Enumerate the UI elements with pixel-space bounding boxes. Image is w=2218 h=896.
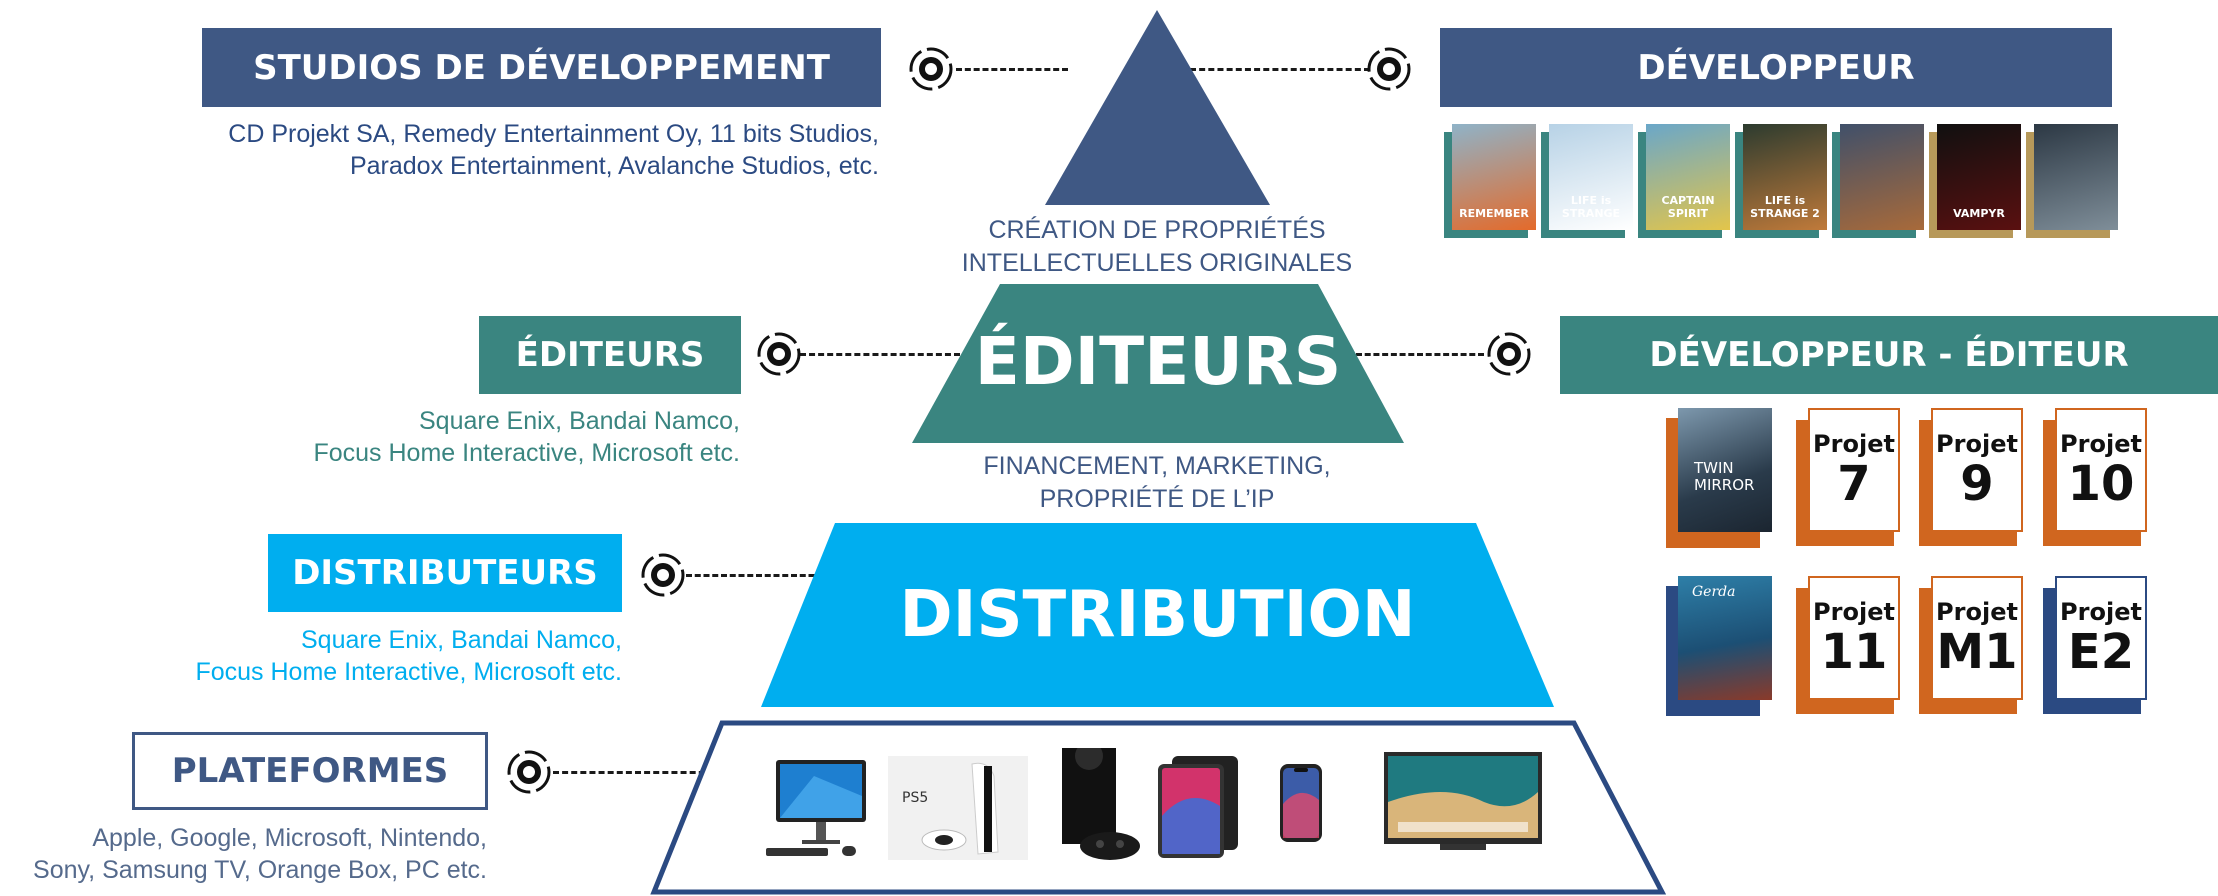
- captain-spirit-cover: CAPTAIN SPIRIT: [1638, 124, 1730, 238]
- studios-label: STUDIOS DE DÉVELOPPEMENT: [202, 28, 881, 107]
- life-is-strange-2-cover-title: LIFE is STRANGE 2: [1750, 194, 1820, 220]
- target-icon: [1367, 47, 1411, 91]
- twin-mirror-cover: TWIN MIRROR: [1666, 408, 1774, 548]
- gerda-title: Gerda: [1692, 584, 1736, 600]
- twin-mirror-title-line1: TWIN: [1694, 459, 1734, 477]
- plateformes-examples: Apple, Google, Microsoft, Nintendo, Sony…: [0, 822, 487, 886]
- xbox-series-x-icon: [1062, 748, 1140, 860]
- distributeurs-line2: Focus Home Interactive, Microsoft etc.: [195, 658, 622, 686]
- editeurs-title: ÉDITEURS: [515, 335, 705, 375]
- editeurs-line1: Square Enix, Bandai Namco,: [418, 407, 740, 435]
- plateformes-line1: Apple, Google, Microsoft, Nintendo,: [92, 824, 487, 852]
- developpeur-editeur-title: DÉVELOPPEUR - ÉDITEUR: [1649, 335, 2129, 375]
- studios-line1: CD Projekt SA, Remedy Entertainment Oy, …: [228, 120, 879, 148]
- connector-editeurs-right: [1356, 353, 1484, 356]
- ipad-icon: [1158, 756, 1238, 858]
- project-number: 9: [1960, 456, 1994, 512]
- project-label: Projet: [1813, 598, 1895, 626]
- distributeurs-title: DISTRIBUTEURS: [292, 553, 598, 593]
- plateformes-title: PLATEFORMES: [171, 751, 449, 791]
- target-icon: [507, 750, 551, 794]
- game-5-cover: [1832, 124, 1924, 238]
- remember-me-cover-title: REMEMBER: [1459, 207, 1529, 220]
- editeurs-label: ÉDITEURS: [479, 316, 741, 394]
- editeurs-tier-title: ÉDITEURS: [974, 323, 1342, 400]
- target-icon: [909, 47, 953, 91]
- svg-text:PS5: PS5: [902, 790, 928, 806]
- project-number: 7: [1837, 456, 1871, 512]
- remember-me-cover: REMEMBER: [1444, 124, 1536, 238]
- smart-tv-icon: [1384, 752, 1542, 850]
- financement-line2: PROPRIÉTÉ DE L’IP: [1039, 485, 1275, 513]
- project-number: M1: [1936, 624, 2018, 680]
- creation-text: CRÉATION DE PROPRIÉTÉS INTELLECTUELLES O…: [900, 214, 1414, 280]
- captain-spirit-cover-title: CAPTAIN SPIRIT: [1661, 194, 1715, 220]
- studios-title: STUDIOS DE DÉVELOPPEMENT: [253, 47, 830, 88]
- developpeur-editeur-label: DÉVELOPPEUR - ÉDITEUR: [1560, 316, 2218, 394]
- plateformes-label: PLATEFORMES: [132, 732, 488, 810]
- financement-text: FINANCEMENT, MARKETING, PROPRIÉTÉ DE L’I…: [900, 450, 1414, 516]
- life-is-strange-2-cover: LIFE is STRANGE 2: [1735, 124, 1827, 238]
- connector-studios-right: [1190, 68, 1370, 71]
- developpeur-label: DÉVELOPPEUR: [1440, 28, 2112, 107]
- connector-plateformes: [553, 771, 723, 774]
- project-number: 11: [1820, 624, 1888, 680]
- life-is-strange-cover-title: LIFE is STRANGE: [1561, 194, 1621, 220]
- pyramid-tier-distribution: [761, 523, 1554, 707]
- project-number: E2: [2067, 624, 2135, 680]
- distributeurs-label: DISTRIBUTEURS: [268, 534, 622, 612]
- financement-line1: FINANCEMENT, MARKETING,: [983, 452, 1331, 480]
- target-icon: [1487, 332, 1531, 376]
- project-label: Projet: [2060, 430, 2142, 458]
- iphone-icon: [1280, 764, 1322, 842]
- connector-studios-left: [956, 68, 1068, 71]
- studios-line2: Paradox Entertainment, Avalanche Studios…: [349, 152, 879, 180]
- pyramid-tier-editeurs: [912, 284, 1404, 443]
- vampyr-cover: VAMPYR: [1929, 124, 2021, 238]
- game-7-cover: [2026, 124, 2118, 238]
- project-label: Projet: [1936, 598, 2018, 626]
- twin-mirror-title-line2: MIRROR: [1694, 476, 1755, 494]
- editeurs-examples: Square Enix, Bandai Namco, Focus Home In…: [240, 405, 740, 469]
- studios-examples: CD Projekt SA, Remedy Entertainment Oy, …: [150, 118, 879, 182]
- creation-line1: CRÉATION DE PROPRIÉTÉS: [988, 216, 1326, 244]
- project-label: Projet: [2060, 598, 2142, 626]
- project-label: Projet: [1936, 430, 2018, 458]
- distributeurs-examples: Square Enix, Bandai Namco, Focus Home In…: [120, 624, 622, 688]
- editeurs-line2: Focus Home Interactive, Microsoft etc.: [313, 439, 740, 467]
- creation-line2: INTELLECTUELLES ORIGINALES: [961, 249, 1353, 277]
- vampyr-cover-title: VAMPYR: [1953, 207, 2005, 220]
- project-number: 10: [2067, 456, 2135, 512]
- gerda-cover: Gerda: [1666, 576, 1774, 716]
- distributeurs-line1: Square Enix, Bandai Namco,: [300, 626, 622, 654]
- connector-distributeurs: [686, 574, 832, 577]
- developpeur-title: DÉVELOPPEUR: [1637, 47, 1915, 88]
- target-icon: [641, 553, 685, 597]
- ps5-icon: PS5: [888, 756, 1028, 860]
- plateformes-line2: Sony, Samsung TV, Orange Box, PC etc.: [33, 856, 487, 884]
- distribution-tier-title: DISTRIBUTION: [899, 578, 1416, 652]
- desktop-pc-icon: [766, 760, 866, 856]
- life-is-strange-cover: LIFE is STRANGE: [1541, 124, 1633, 238]
- pyramid-top-developpement: [1045, 10, 1270, 205]
- connector-editeurs-left: [800, 353, 960, 356]
- project-label: Projet: [1813, 430, 1895, 458]
- target-icon: [757, 332, 801, 376]
